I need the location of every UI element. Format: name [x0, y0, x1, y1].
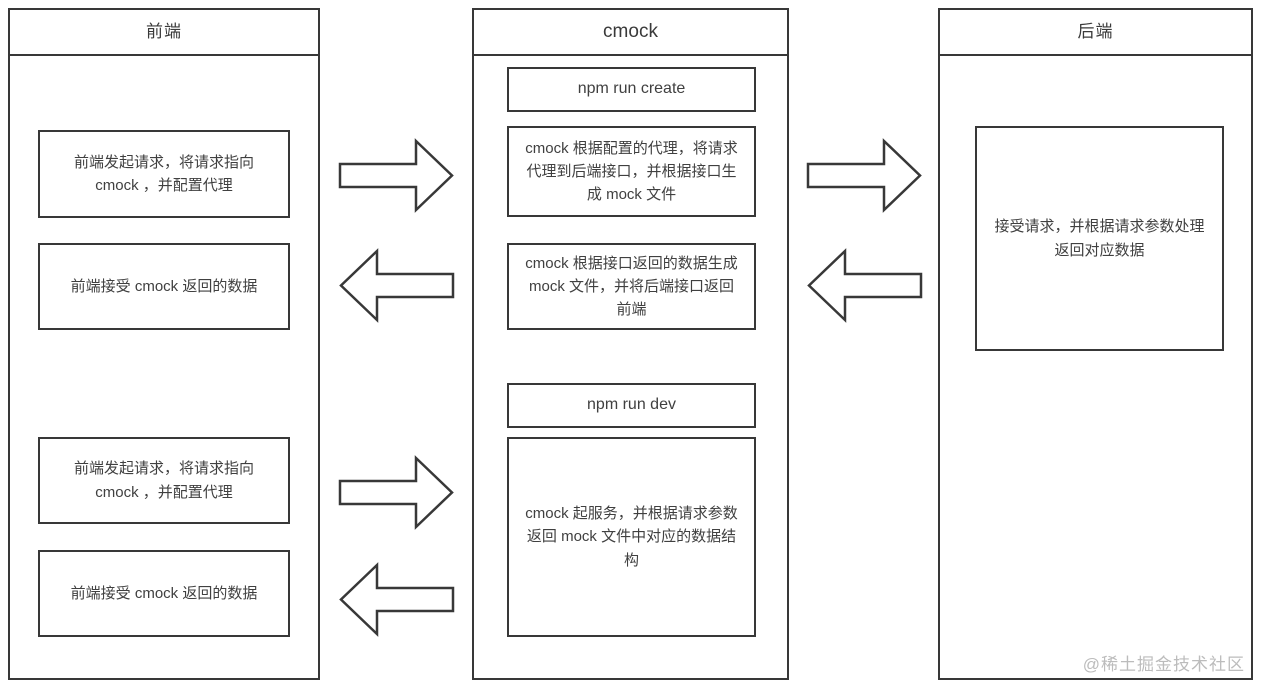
arrow-left-cmock-to-frontend-top-icon: [338, 248, 455, 323]
frontend-request-box-1: 前端发起请求，将请求指向 cmock ，并配置代理: [38, 130, 290, 218]
juejin-watermark: @稀土掘金技术社区: [1082, 655, 1245, 674]
backend-handle-box: 接受请求，并根据请求参数处理返回对应数据: [975, 126, 1224, 351]
arrow-left-cmock-to-frontend-bottom-icon: [338, 562, 455, 637]
column-title-backend: 后端: [940, 10, 1251, 56]
column-cmock: cmock npm run create cmock 根据配置的代理，将请求代理…: [472, 8, 789, 680]
cmock-proxy-box: cmock 根据配置的代理，将请求代理到后端接口，并根据接口生成 mock 文件: [507, 126, 756, 217]
arrow-right-frontend-to-cmock-bottom-icon: [338, 455, 455, 530]
cmock-create-command-box: npm run create: [507, 67, 756, 112]
arrow-right-frontend-to-cmock-top-icon: [338, 138, 455, 213]
column-title-frontend: 前端: [10, 10, 318, 56]
arrow-left-backend-to-cmock-icon: [806, 248, 923, 323]
cmock-generate-box: cmock 根据接口返回的数据生成 mock 文件，并将后端接口返回前端: [507, 243, 756, 330]
cmock-dev-command-box: npm run dev: [507, 383, 756, 428]
arrow-right-cmock-to-backend-icon: [806, 138, 923, 213]
cmock-serve-box: cmock 起服务，并根据请求参数返回 mock 文件中对应的数据结构: [507, 437, 756, 637]
column-frontend: 前端 前端发起请求，将请求指向 cmock ，并配置代理 前端接受 cmock …: [8, 8, 320, 680]
frontend-request-box-2: 前端发起请求，将请求指向 cmock ，并配置代理: [38, 437, 290, 524]
column-backend: 后端 接受请求，并根据请求参数处理返回对应数据: [938, 8, 1253, 680]
frontend-receive-box-2: 前端接受 cmock 返回的数据: [38, 550, 290, 637]
column-title-cmock: cmock: [474, 10, 787, 56]
frontend-receive-box-1: 前端接受 cmock 返回的数据: [38, 243, 290, 330]
